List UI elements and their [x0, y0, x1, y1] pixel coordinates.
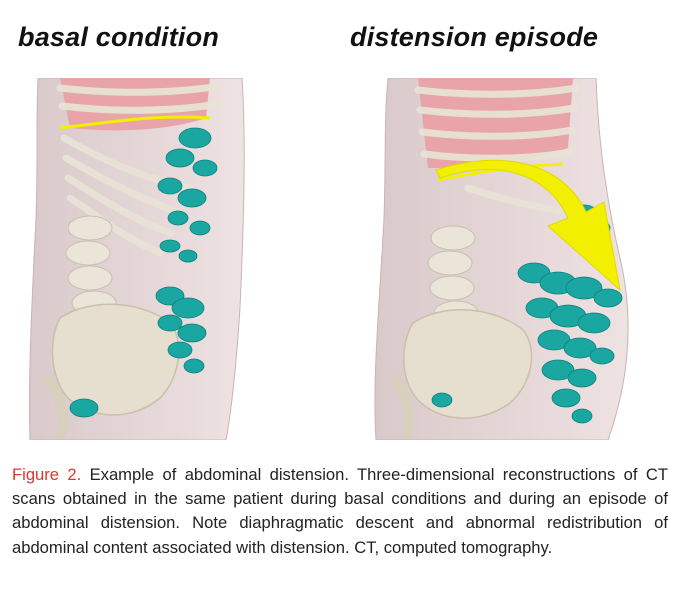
lung-region	[418, 78, 573, 168]
figure-caption: Figure 2. Example of abdominal distensio…	[12, 463, 668, 560]
panel-title-left: basal condition	[18, 22, 220, 52]
ct-reconstruction-distension	[358, 78, 640, 440]
bowel-gas	[69, 127, 218, 418]
pelvis	[403, 309, 533, 419]
figure-caption-text: Example of abdominal distension. Three-d…	[12, 465, 668, 557]
lung-region	[60, 78, 210, 131]
ct-reconstruction-basal	[20, 78, 266, 440]
panel-title-right: distension episode	[350, 22, 599, 52]
figure-label: Figure 2.	[12, 465, 82, 484]
diaphragm-marker	[59, 115, 211, 130]
rib-cage	[414, 84, 580, 214]
redistribution-arrow	[435, 159, 621, 292]
pelvis	[51, 303, 180, 416]
